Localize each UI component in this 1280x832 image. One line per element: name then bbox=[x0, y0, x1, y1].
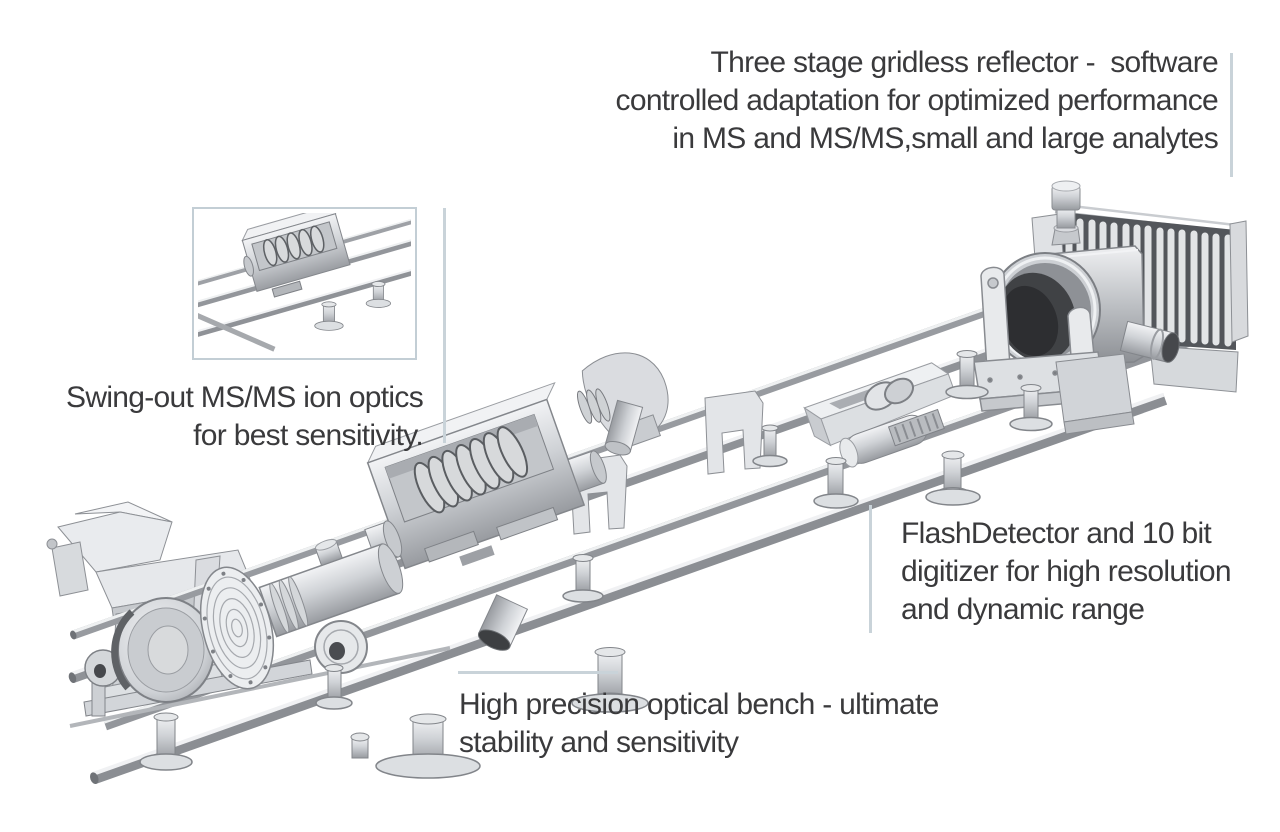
annotation-optical-bench: High precision optical bench - ultimate … bbox=[459, 686, 939, 762]
inset-feet bbox=[314, 281, 392, 331]
reflector-top-knob bbox=[1051, 180, 1081, 246]
annotation-swing-out-line1: Swing-out MS/MS ion optics bbox=[66, 381, 424, 414]
annotation-swing-out-line2: for best sensitivity. bbox=[193, 419, 424, 452]
inset-optics-box bbox=[241, 213, 351, 298]
source-assembly bbox=[84, 539, 529, 703]
annotation-flash-detector-line3: and dynamic range bbox=[901, 593, 1145, 626]
leader-line-reflector bbox=[1230, 53, 1233, 177]
collision-optics bbox=[576, 352, 669, 456]
annotation-reflector-line1: Three stage gridless reflector - softwar… bbox=[710, 46, 1219, 79]
deflector-plates bbox=[864, 377, 914, 411]
annotation-swing-out: Swing-out MS/MS ion optics for best sens… bbox=[66, 379, 424, 455]
leader-line-swing-out bbox=[443, 208, 446, 443]
reflector-assembly bbox=[973, 180, 1249, 435]
bench-components bbox=[364, 352, 957, 570]
annotation-reflector: Three stage gridless reflector - softwar… bbox=[615, 44, 1219, 158]
front-rail bbox=[89, 392, 1168, 785]
annotation-reflector-line2: controlled adaptation for optimized perf… bbox=[615, 84, 1219, 117]
detector-stub-cylinder bbox=[1119, 320, 1180, 363]
leader-line-optical-bench bbox=[458, 671, 618, 674]
support-feet bbox=[139, 350, 1053, 779]
swing-out-optics-box bbox=[364, 381, 607, 570]
annotation-reflector-line3: in MS and MS/MS,small and large analytes bbox=[672, 122, 1218, 155]
source-lens-barrel bbox=[258, 539, 404, 638]
inset-cross-rail bbox=[198, 313, 276, 352]
annotation-flash-detector-line2: digitizer for high resolution bbox=[901, 555, 1232, 588]
inset-detail-box bbox=[192, 207, 417, 360]
pivot-stub bbox=[477, 594, 529, 651]
annotation-flash-detector-line1: FlashDetector and 10 bit bbox=[901, 517, 1212, 550]
lens-coil bbox=[413, 426, 529, 514]
inset-illustration bbox=[198, 213, 411, 352]
annotation-optical-bench-line2: stability and sensitivity bbox=[459, 726, 739, 759]
annotation-flash-detector: FlashDetector and 10 bit digitizer for h… bbox=[901, 515, 1232, 629]
leader-line-flash-detector bbox=[869, 505, 872, 633]
annotation-optical-bench-line1: High precision optical bench - ultimate bbox=[459, 688, 939, 721]
